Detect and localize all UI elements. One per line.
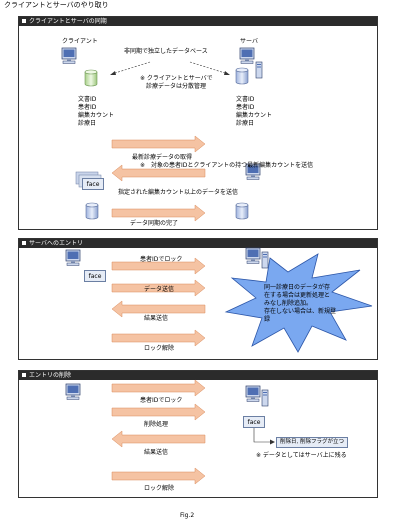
panel-sync-title: クライアントとサーバの同期 <box>29 18 107 25</box>
server-tower-icon <box>255 61 263 79</box>
p2-server-monitor-icon <box>245 247 261 264</box>
p2-arrow-result <box>111 300 206 318</box>
p3-face-card: face <box>243 416 265 428</box>
p3-arrow-result <box>111 430 206 448</box>
server-field-doc-id: 文書ID <box>236 96 255 103</box>
server-field-patient-id: 患者ID <box>236 104 255 111</box>
step-send-data-label: 指定された編集カウント以上のデータを送信 <box>118 189 239 196</box>
p3-step-unlock-label: ロック解除 <box>144 485 175 492</box>
server-monitor-icon <box>239 47 255 64</box>
p2-step-send-label: データ送信 <box>144 286 175 293</box>
server-field-edit-count: 編集カウント <box>236 112 273 119</box>
p3-arrow-delete <box>111 403 206 421</box>
burst-text-line5: 録 <box>264 316 271 323</box>
client-field-edit-count: 編集カウント <box>78 112 115 119</box>
p2-client-computer-icon <box>65 249 81 266</box>
client-computer-icon <box>61 47 77 64</box>
burst-text-line4: 存在しない場合は、新規登 <box>264 308 337 315</box>
p2-arrow-lock <box>111 257 206 275</box>
panel-sync-header: クライアントとサーバの同期 <box>19 17 377 26</box>
p3-server-tower-icon <box>261 389 269 407</box>
p3-delete-flag-box: 削除日, 削除フラグが立つ <box>276 437 348 448</box>
server-field-visit-date: 診療日 <box>236 120 255 127</box>
server-label: サーバ <box>240 38 258 45</box>
p3-flag-connector <box>253 428 272 443</box>
panel-sync: クライアントとサーバの同期 <box>18 16 378 230</box>
dashed-arrow-left <box>111 61 151 75</box>
panel-delete-title: エントリの削除 <box>29 372 72 379</box>
note-burst-shape <box>224 253 373 353</box>
p3-step-result-label: 結果送信 <box>144 449 169 456</box>
panel-entry-header: サーバへのエントリ <box>19 239 377 248</box>
p2-arrow-unlock <box>111 329 206 347</box>
arrow-get-latest <box>111 135 206 153</box>
figure-label: Fig.2 <box>180 512 195 519</box>
p3-step-lock-label: 患者IDでロック <box>140 397 183 404</box>
p2-step-lock-label: 患者IDでロック <box>140 256 183 263</box>
p2-step-unlock-label: ロック解除 <box>144 345 175 352</box>
p3-arrow-unlock <box>111 467 206 485</box>
document-title: クライアントとサーバのやり取り <box>4 1 109 9</box>
dashed-arrowhead-left <box>110 71 116 75</box>
p2-server-tower-icon <box>261 251 269 269</box>
client-field-visit-date: 診療日 <box>78 120 97 127</box>
dashed-arrowhead-right <box>224 71 230 75</box>
p1-face-card: face <box>82 178 104 190</box>
client-database-icon <box>84 69 98 87</box>
client-field-doc-id: 文書ID <box>78 96 97 103</box>
p2-step-result-label: 結果送信 <box>144 315 169 322</box>
dashed-arrow-right <box>189 61 229 75</box>
step-sync-complete-label: データ同期の完了 <box>130 220 179 227</box>
p3-flag-arrowhead <box>270 439 275 445</box>
p3-client-computer-icon <box>65 383 81 400</box>
async-db-label: 非同期で独立したデータベース <box>124 48 208 55</box>
step-get-latest-label: 最新診療データの取得 <box>132 154 193 161</box>
burst-text-line2: 在する場合は更新処理と <box>264 292 331 299</box>
p3-arrow-lock <box>111 379 206 397</box>
step-get-latest-note: ※ 対象の患者IDとクライアントの持つ最新編集カウントを送信 <box>140 162 314 169</box>
client-database-icon-2 <box>85 202 99 220</box>
distributed-note-line2: 診療データは分散管理 <box>146 83 207 90</box>
server-database-icon <box>235 67 249 85</box>
server-database-icon-2 <box>235 202 249 220</box>
arrow-sync-complete <box>111 204 206 222</box>
distributed-note-line1: ※ クライアントとサーバで <box>140 75 213 82</box>
client-field-patient-id: 患者ID <box>78 104 97 111</box>
panel-entry-title: サーバへのエントリ <box>29 240 83 247</box>
p2-arrow-send <box>111 279 206 297</box>
burst-text-line3: みなし削除追加。 <box>264 300 313 307</box>
p2-face-card: face <box>84 270 106 282</box>
panel-delete-header: エントリの削除 <box>19 371 377 380</box>
client-label: クライアント <box>62 38 98 45</box>
p3-step-delete-label: 削除処理 <box>144 421 169 428</box>
p3-server-retain-note: ※ データとしてはサーバ上に残る <box>256 452 347 459</box>
burst-text-line1: 同一診療日のデータが存 <box>264 284 331 291</box>
arrow-send-data <box>111 164 206 182</box>
p3-server-monitor-icon <box>245 385 261 402</box>
